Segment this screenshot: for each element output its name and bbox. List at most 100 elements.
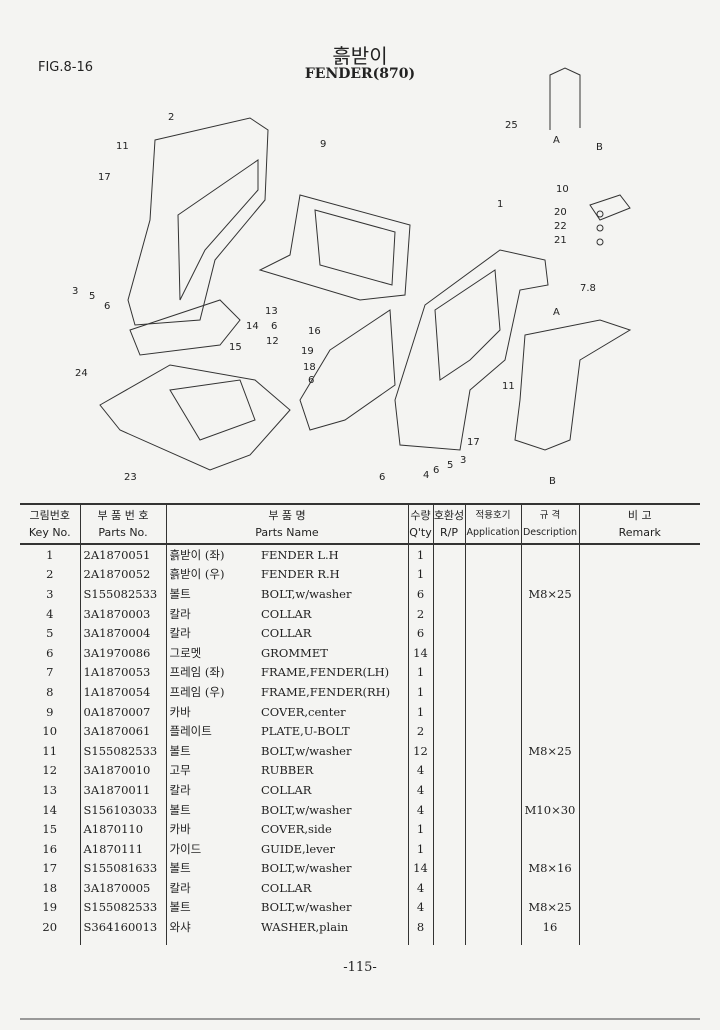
key-cell: 1 [46, 547, 54, 562]
rp-cell [432, 760, 465, 781]
description-cell [520, 721, 579, 741]
description-cell: 16 [520, 917, 579, 945]
scan-edge [20, 1018, 700, 1020]
part-no-cell: 3A1870004 [79, 623, 166, 643]
callout: 6 [308, 375, 315, 386]
qty-cell: 1 [407, 544, 433, 565]
qty-cell: 2 [407, 603, 433, 624]
rp-cell [432, 721, 465, 741]
remark-cell [578, 642, 700, 663]
qty-cell: 14 [407, 858, 433, 879]
rp-cell [432, 858, 465, 879]
description-cell [520, 642, 579, 663]
application-cell [464, 682, 521, 702]
key-cell: 7 [46, 665, 54, 680]
name-kr-cell: 프레임 (좌) [165, 662, 258, 683]
floor-plate [99, 364, 291, 471]
remark-cell [578, 917, 700, 945]
callout: 11 [116, 141, 129, 152]
callout: 5 [447, 460, 454, 471]
rp-cell [432, 780, 465, 800]
side-cover [129, 299, 241, 356]
part-no-cell: S364160013 [79, 917, 166, 945]
title-english: FENDER(870) [304, 66, 416, 82]
callout: 21 [554, 235, 567, 246]
description-cell [520, 838, 579, 859]
application-cell [464, 603, 521, 624]
remark-cell [578, 584, 700, 604]
remark-cell [578, 721, 700, 741]
fender-right [394, 249, 549, 451]
rp-cell [432, 662, 465, 683]
application-cell [464, 721, 521, 741]
application-cell [464, 897, 521, 918]
rp-cell [432, 642, 465, 663]
rp-cell [432, 603, 465, 624]
callout: 20 [554, 207, 567, 218]
qty-cell: 1 [407, 838, 433, 859]
name-kr-cell: 와샤 [165, 917, 258, 945]
rp-cell [432, 682, 465, 702]
qty-cell: 4 [407, 878, 433, 898]
key-cell: 3 [46, 586, 54, 601]
remark-cell [578, 662, 700, 683]
name-kr-cell: 카바 [165, 701, 258, 722]
rp-cell [432, 584, 465, 604]
name-en-cell: BOLT,w/washer [261, 586, 352, 601]
name-en-cell: FENDER R.H [261, 567, 340, 582]
description-cell [520, 760, 579, 781]
description-cell [520, 682, 579, 702]
name-kr-cell: 볼트 [165, 740, 258, 761]
fender-left [127, 117, 269, 326]
key-cell: 19 [42, 900, 58, 915]
u-bolt [549, 67, 631, 246]
name-kr-cell: 칼라 [165, 623, 258, 643]
name-kr-cell: 흙받이 (우) [165, 564, 258, 585]
application-cell [464, 819, 521, 839]
callout: B [596, 142, 603, 153]
description-cell [520, 780, 579, 800]
name-en-cell: PLATE,U-BOLT [261, 724, 350, 739]
callout: 15 [229, 342, 242, 353]
name-kr-cell: 볼트 [165, 897, 258, 918]
description-cell [520, 544, 579, 565]
name-en-cell: WASHER,plain [261, 920, 349, 935]
rp-cell [432, 544, 465, 565]
callout: 9 [320, 139, 327, 150]
remark-cell [578, 564, 700, 585]
page-number: -115- [343, 960, 377, 975]
callout: A [553, 307, 560, 318]
name-en-cell: COLLAR [261, 626, 312, 641]
key-cell: 12 [42, 763, 58, 778]
key-cell: 10 [42, 724, 58, 739]
key-cell: 9 [46, 704, 54, 719]
rp-cell [432, 897, 465, 918]
key-cell: 14 [42, 802, 58, 817]
rp-cell [432, 564, 465, 585]
part-no-cell: 2A1870051 [79, 544, 166, 565]
callout: 23 [124, 472, 137, 483]
name-en-cell: GROMMET [261, 645, 328, 660]
callout: 6 [379, 472, 386, 483]
name-en-cell: COVER,center [261, 704, 346, 719]
name-en-cell: COLLAR [261, 782, 312, 797]
remark-cell [578, 760, 700, 781]
rp-cell [432, 799, 465, 820]
description-cell [520, 878, 579, 898]
part-no-cell: S155082533 [79, 584, 166, 604]
qty-cell: 14 [407, 642, 433, 663]
application-cell [464, 838, 521, 859]
